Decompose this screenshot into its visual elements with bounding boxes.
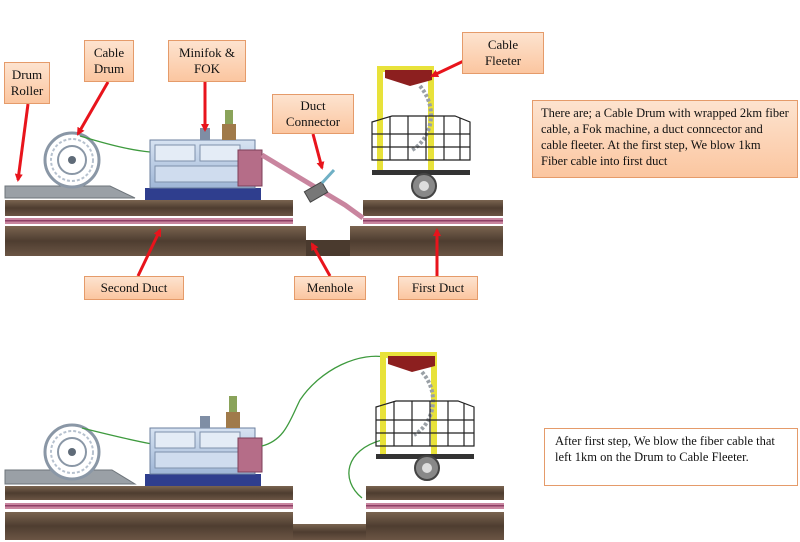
first-duct-label-text: First Duct (411, 280, 465, 295)
cable-fleeter-label-line2: Fleeter (484, 53, 522, 68)
cable-fleeter-label: Cable Fleeter (462, 32, 544, 74)
step1-description-text: There are; a Cable Drum with wrapped 2km… (541, 106, 789, 168)
ground-bottom (5, 486, 504, 540)
drum-roller-label: Drum Roller (4, 62, 50, 104)
cable-fleeter-bottom (375, 352, 475, 481)
menhole-label-text: Menhole (306, 280, 354, 295)
step2-description-text: After first step, We blow the fiber cabl… (555, 434, 775, 464)
duct-connector-label: Duct Connector (272, 94, 354, 134)
cable-bottom-a (81, 427, 153, 445)
second-duct-label: Second Duct (84, 276, 184, 300)
cable-drum-label-line2: Drum (93, 61, 125, 76)
duct-connector-label-line2: Connector (285, 114, 341, 129)
drum-roller-label-line1: Drum (11, 67, 43, 82)
step2-description: After first step, We blow the fiber cabl… (544, 428, 798, 486)
minifok-label: Minifok & FOK (168, 40, 246, 82)
minifok-label-line2: FOK (193, 61, 220, 76)
second-duct-label-text: Second Duct (100, 280, 168, 295)
cable-fleeter-label-line1: Cable (487, 37, 519, 52)
first-duct-label: First Duct (398, 276, 478, 300)
cable-fleeter-top (371, 66, 471, 199)
drum-roller-label-line2: Roller (10, 83, 44, 98)
bottom-scene (4, 352, 504, 540)
first-duct-bottom (366, 503, 504, 509)
cable-drum-label-line1: Cable (93, 45, 125, 60)
cable-drum-top (43, 131, 101, 189)
ground-top (5, 200, 503, 256)
menhole-label: Menhole (294, 276, 366, 300)
second-duct-bottom (5, 503, 293, 509)
minifok-machine-top (145, 110, 263, 200)
cable-bottom-c (348, 439, 383, 499)
second-duct-top (5, 216, 293, 226)
cable-bottom-b (261, 355, 391, 447)
arrows-top (14, 56, 471, 277)
minifok-machine-bottom (145, 396, 263, 486)
cable-top (79, 135, 151, 153)
duct-connector-label-line1: Duct (300, 98, 326, 113)
first-duct-top (363, 216, 503, 226)
duct-connector-top (303, 168, 336, 203)
minifok-label-line1: Minifok & (179, 45, 235, 60)
cable-drum-label: Cable Drum (84, 40, 134, 82)
top-scene (4, 56, 503, 277)
step1-description: There are; a Cable Drum with wrapped 2km… (532, 100, 798, 178)
cable-drum-bottom (43, 423, 101, 481)
